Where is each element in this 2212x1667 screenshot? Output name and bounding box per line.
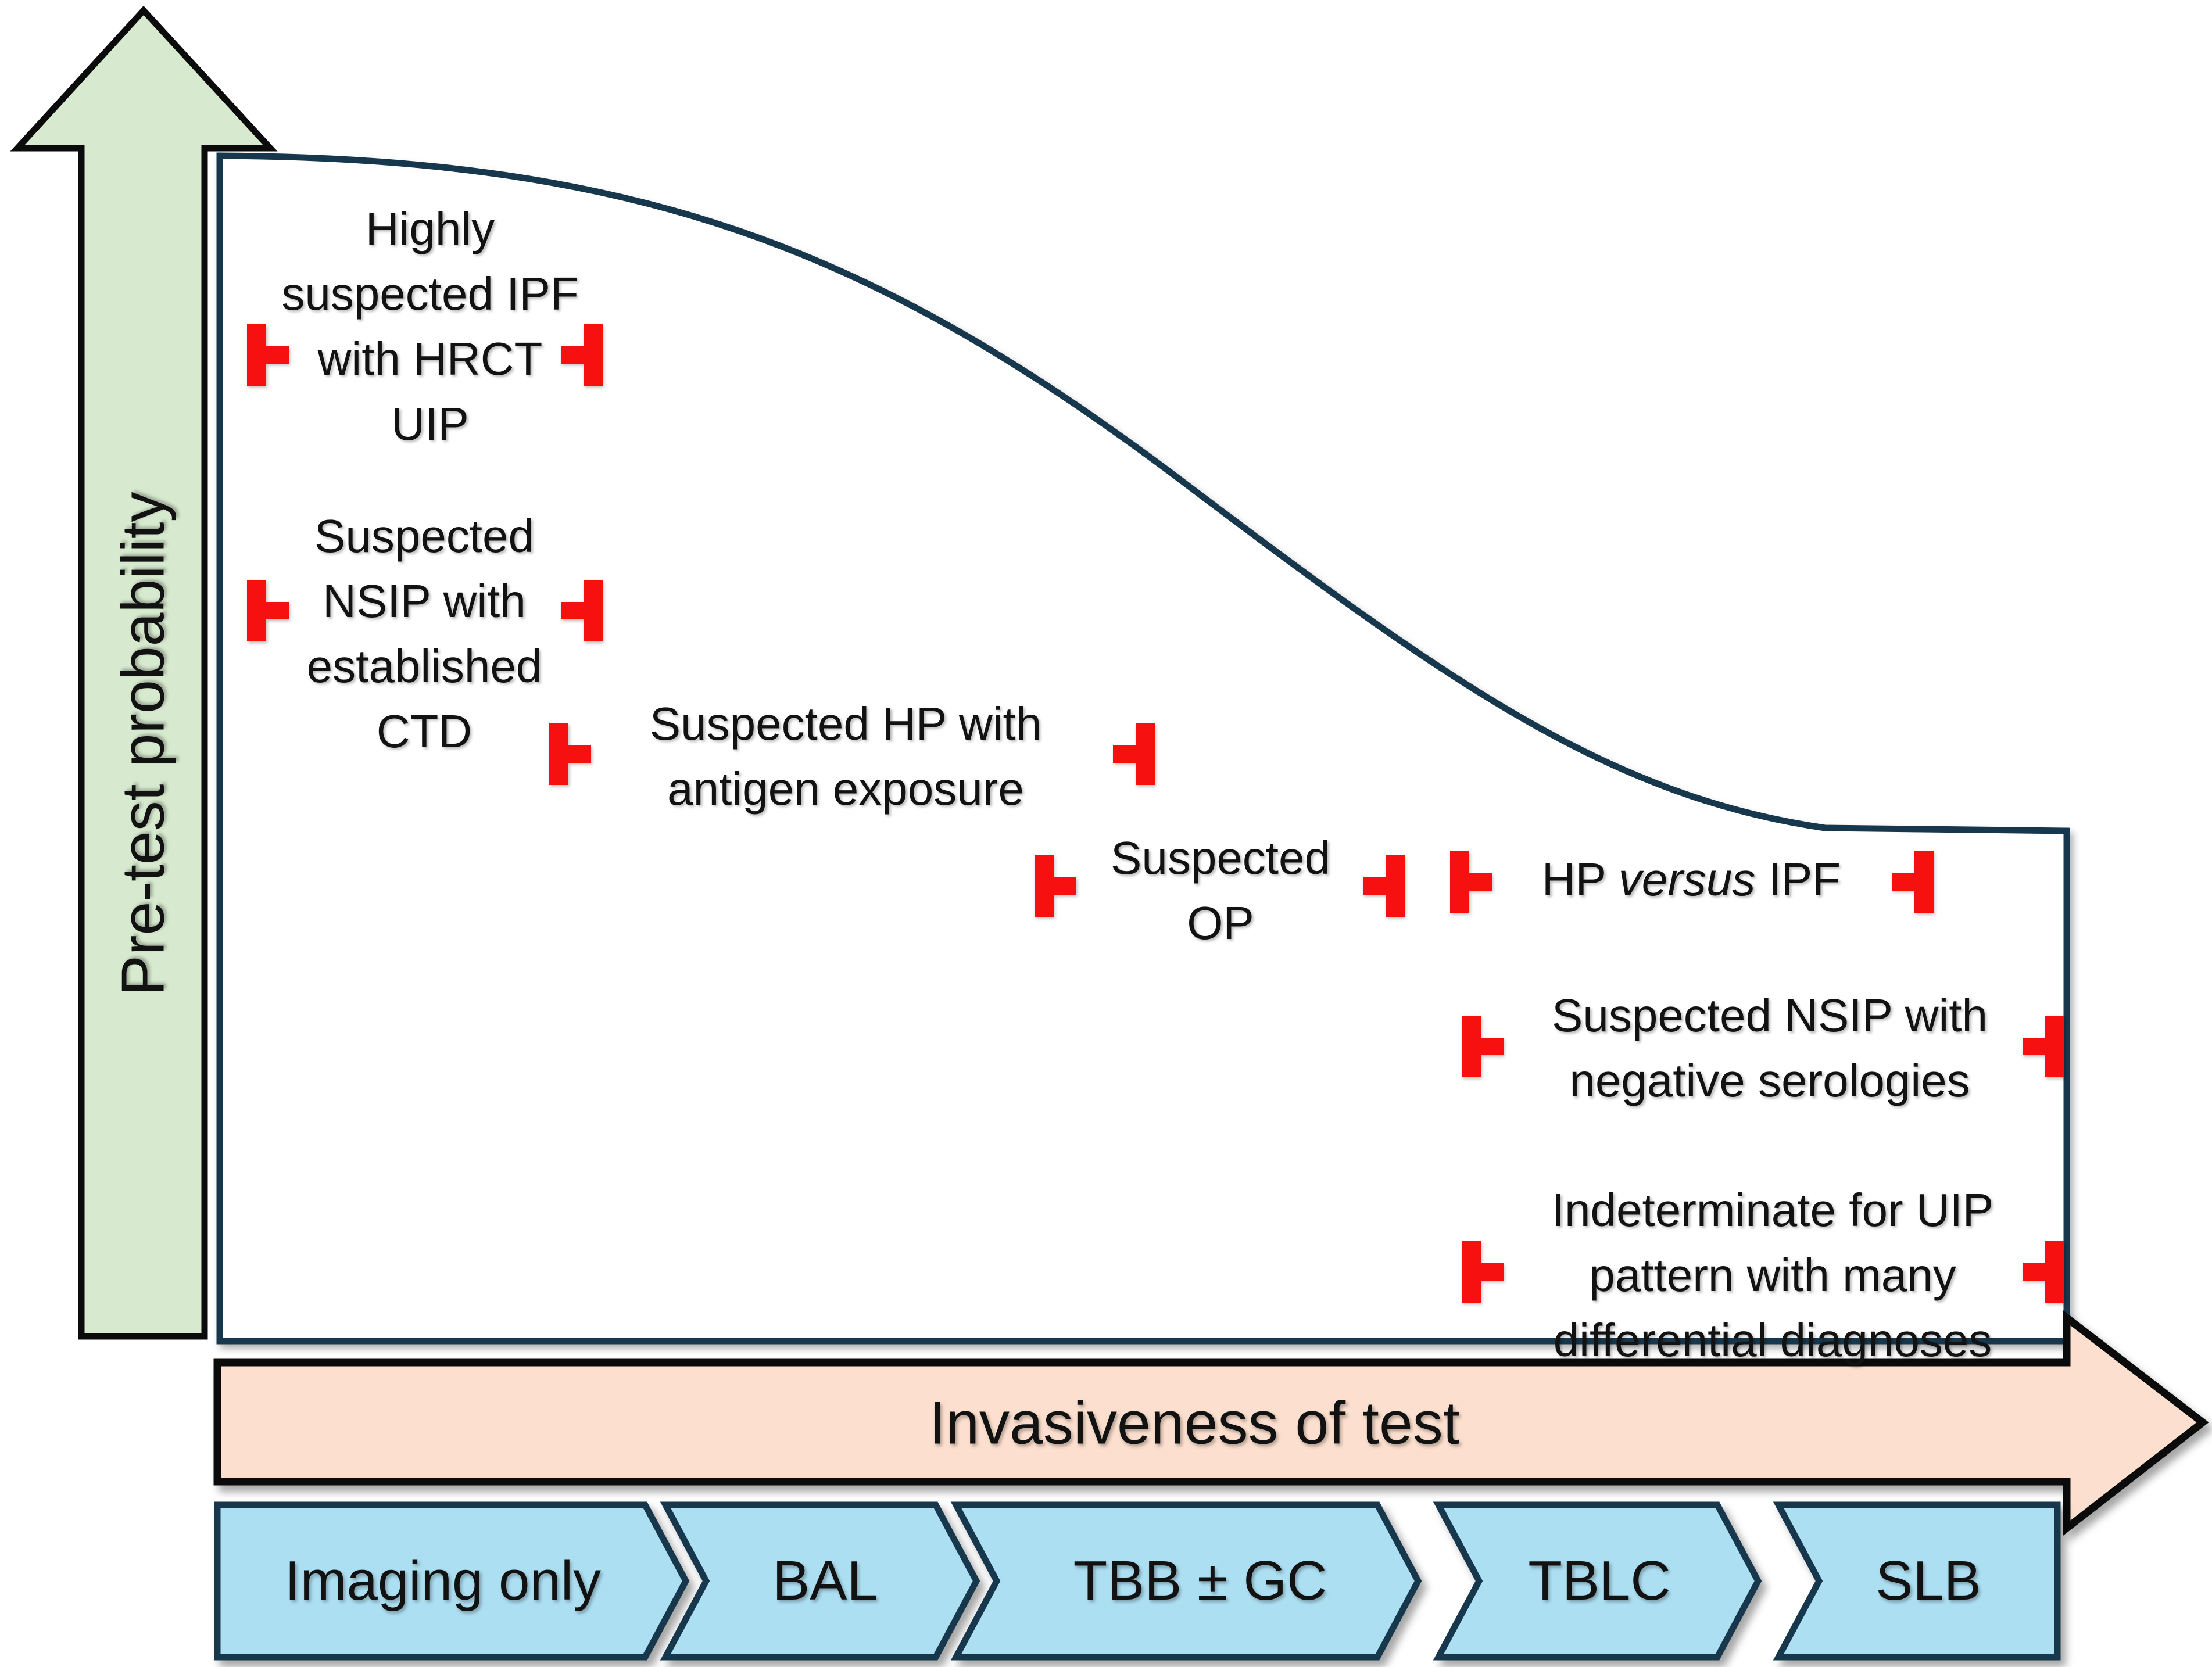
range-cap-left	[1462, 1016, 1504, 1077]
scenario-suspected-hp: Suspected HP with antigen exposure	[581, 691, 1110, 822]
range-cap-right	[561, 324, 603, 386]
scenario-line: suspected IPF	[281, 268, 579, 320]
invasiveness-arrow-shape	[213, 1310, 2209, 1536]
chevron-imaging-only	[214, 1501, 690, 1661]
range-cap-right	[1363, 855, 1405, 917]
chevron-label-bal: BAL	[772, 1550, 878, 1612]
chevron-label-imaging-only: Imaging only	[284, 1550, 602, 1612]
scenario-line: Suspected	[314, 510, 535, 562]
chevron-tbb-gc	[950, 1501, 1422, 1661]
scenario-line: with HRCT	[317, 333, 543, 385]
scenario-line: Highly	[365, 203, 495, 254]
range-cap-right	[1892, 851, 1934, 913]
scenario-line: UIP	[391, 398, 469, 450]
range-cap-left	[1462, 1241, 1504, 1303]
chevron-label-slb: SLB	[1875, 1550, 1981, 1612]
range-cap-right	[1113, 723, 1155, 785]
scenario-line: pattern with many	[1589, 1249, 1956, 1301]
chevron-label-tblc: TBLC	[1528, 1550, 1671, 1612]
range-cap-right	[2023, 1241, 2064, 1303]
scenario-line: Suspected	[1110, 832, 1331, 884]
scenario-line: Suspected HP with	[649, 698, 1042, 750]
scenario-highly-suspected-ipf: Highly suspected IPF with HRCT UIP	[232, 196, 628, 457]
scenario-text: IPF	[1755, 854, 1841, 905]
scenario-suspected-op: Suspected OP	[1020, 826, 1421, 956]
range-cap-left	[247, 580, 289, 641]
chevron-label-tbb-gc: TBB ± GC	[1073, 1550, 1327, 1612]
scenario-line: Indeterminate for UIP	[1551, 1184, 1994, 1236]
range-cap-left	[1035, 855, 1076, 917]
scenario-text-italic: versus	[1618, 854, 1756, 905]
x-axis-label: Invasiveness of test	[929, 1389, 1460, 1457]
scenario-text: HP	[1541, 854, 1619, 905]
scenario-line: negative serologies	[1569, 1055, 1970, 1106]
scenario-line: OP	[1187, 897, 1254, 949]
chevron-slb	[1773, 1501, 2061, 1661]
scenario-suspected-nsip-serologies: Suspected NSIP with negative serologies	[1508, 983, 2031, 1113]
chevron-bal	[660, 1501, 980, 1661]
range-cap-right	[2023, 1016, 2064, 1077]
pretest-probability-arrow-shape	[10, 5, 278, 1340]
scenario-line: established	[306, 640, 542, 692]
range-cap-left	[1450, 851, 1492, 913]
scenario-line: CTD	[376, 705, 473, 757]
scenario-line: Suspected NSIP with	[1551, 990, 1988, 1041]
scenario-line: differential diagnoses	[1553, 1314, 1992, 1366]
chevron-tblc	[1433, 1501, 1762, 1661]
scenario-line: antigen exposure	[667, 763, 1024, 815]
scenario-hp-versus-ipf: HP versus IPF	[1488, 847, 1895, 912]
scenario-suspected-nsip-ctd: Suspected NSIP with established CTD	[227, 504, 622, 764]
scenario-indeterminate-uip: Indeterminate for UIP pattern with many …	[1485, 1178, 2060, 1373]
y-axis-label: Pre-test probability	[109, 492, 177, 996]
scenario-line: NSIP with	[323, 575, 526, 627]
range-cap-right	[561, 580, 603, 641]
range-cap-left	[247, 324, 289, 386]
range-cap-left	[549, 723, 591, 785]
